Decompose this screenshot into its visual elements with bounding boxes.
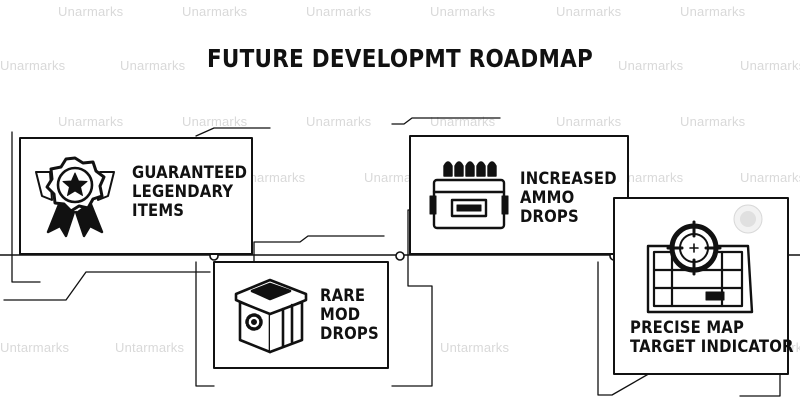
watermark: Unarmarks: [556, 114, 622, 129]
watermark: Unarmarks: [306, 114, 372, 129]
watermark: Unarmarks: [240, 170, 306, 185]
map-crosshair-icon: [646, 220, 754, 314]
watermark: Unarmarks: [306, 4, 372, 19]
watermark: Unarmarks: [58, 4, 124, 19]
watermark: Unarmarks: [58, 114, 124, 129]
ammo-case-icon: [429, 161, 509, 230]
medal-star-icon: [35, 156, 115, 238]
page-title: FUTURE DEVELOPMT ROADMAP: [206, 44, 594, 73]
watermark: Unarmarks: [618, 170, 684, 185]
watermark: Unarmarks: [618, 58, 684, 73]
decor-disc-icon: [733, 204, 763, 234]
watermark: Unarmarks: [430, 4, 496, 19]
watermark: Unarmarks: [182, 4, 248, 19]
watermark: Unarmarks: [0, 58, 66, 73]
watermark: Unarmarks: [680, 114, 746, 129]
loot-crate-gear-icon: [234, 278, 308, 354]
watermark: Untarmarks: [440, 340, 510, 355]
timeline-node: [395, 251, 405, 261]
watermark: Unarmarks: [556, 4, 622, 19]
watermark: Unarmarks: [680, 4, 746, 19]
watermark: Untarmarks: [115, 340, 185, 355]
watermark: Unarmarks: [182, 114, 248, 129]
watermark: Unarmarks: [740, 58, 800, 73]
watermark: Unarmarks: [740, 170, 800, 185]
watermark: Unarmarks: [120, 58, 186, 73]
watermark: Untarmarks: [0, 340, 70, 355]
